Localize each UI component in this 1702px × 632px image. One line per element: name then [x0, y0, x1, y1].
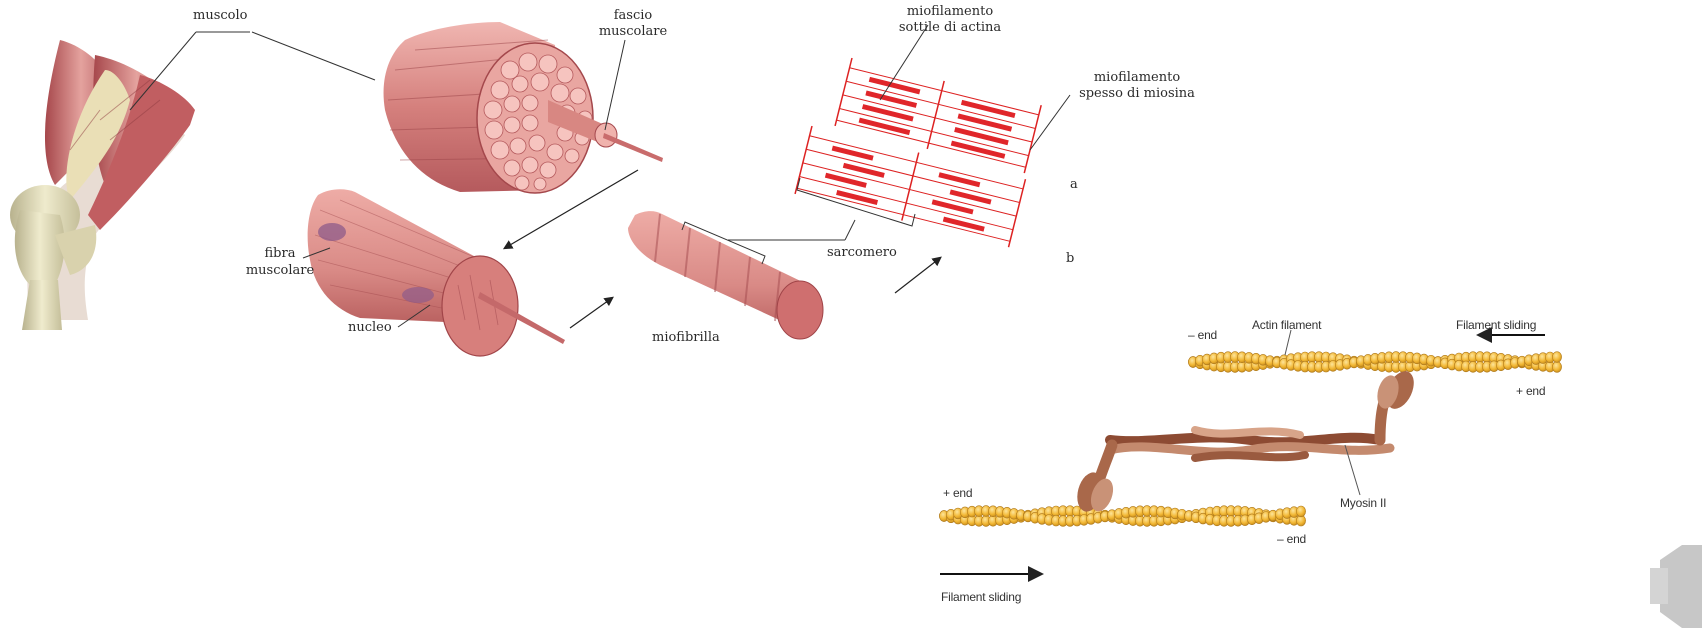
label-myosin: Myosin II [1340, 496, 1386, 510]
actin-bead [1552, 362, 1561, 373]
label-actina-2: sottile di actina [880, 20, 1020, 35]
label-filament-sliding-bottom: Filament sliding [941, 590, 1021, 604]
label-fibra-1: fibra [250, 246, 310, 261]
arrow-fiber-to-myofibril [570, 298, 612, 328]
label-miosina-1: miofilamento [1062, 70, 1212, 85]
miosina-leader [1030, 95, 1070, 150]
label-miofibrilla: miofibrilla [652, 330, 720, 345]
label-plus-end-left: + end [943, 486, 972, 500]
label-actin-filament: Actin filament [1252, 318, 1321, 332]
myosin-ii [1073, 367, 1419, 515]
sarcomere-b [795, 126, 1025, 247]
actin-filament-bottom [939, 506, 1305, 527]
label-plus-end-right: + end [1516, 384, 1545, 398]
actin-bead [1552, 352, 1561, 363]
label-nucleo: nucleo [348, 320, 392, 335]
fascicle-bundle [384, 22, 663, 193]
actin-leader [1285, 330, 1291, 355]
arrow-to-sarcomere [895, 258, 940, 293]
label-fibra-2: muscolare [235, 263, 325, 278]
actin-bead [1296, 506, 1305, 517]
muscle-fiber [308, 189, 565, 356]
fascio-leader [605, 40, 625, 130]
label-miosina-2: spesso di miosina [1062, 86, 1212, 101]
label-fascio-1: fascio [598, 8, 668, 23]
actin-filament-top [1188, 352, 1561, 373]
label-fascio-2: muscolare [590, 24, 676, 39]
label-minus-end-bottom: – end [1277, 532, 1306, 546]
label-b: b [1066, 251, 1074, 266]
label-filament-sliding-top: Filament sliding [1456, 318, 1536, 332]
speaker-icon[interactable] [1650, 545, 1702, 628]
myofibril [628, 211, 823, 339]
label-a: a [1070, 177, 1078, 192]
sarcomere-link-2 [845, 220, 855, 240]
muscolo-leader-3 [252, 32, 375, 80]
label-sarcomero: sarcomero [827, 245, 897, 260]
label-actina-1: miofilamento [880, 4, 1020, 19]
knee-illustration [10, 40, 195, 330]
label-minus-end-top: – end [1188, 328, 1217, 342]
label-muscolo: muscolo [193, 8, 247, 23]
